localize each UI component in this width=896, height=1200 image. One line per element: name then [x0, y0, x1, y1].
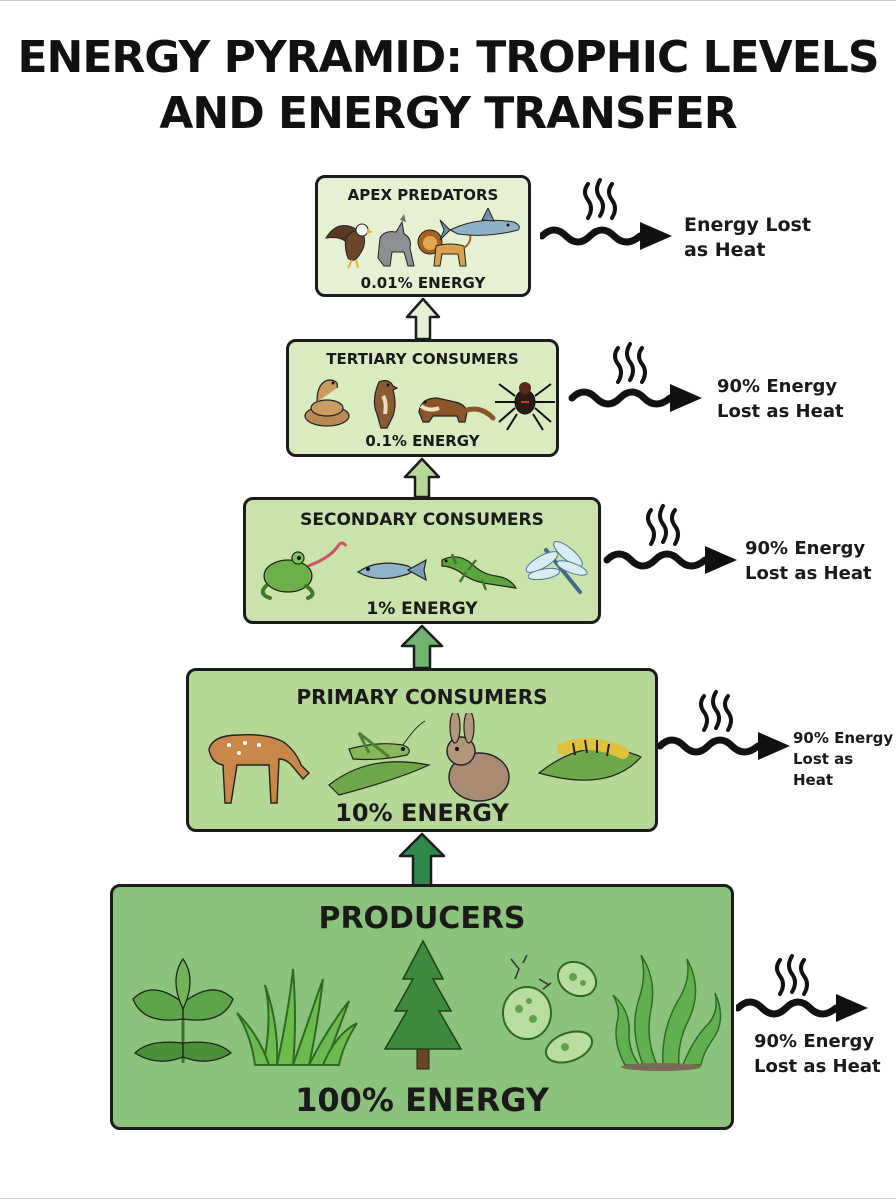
heat-label-secondary: 90% Energy Lost as Heat	[745, 538, 872, 584]
heat-loss-arrow-secondary	[603, 504, 737, 574]
wavy-arrow-icon	[540, 226, 644, 246]
energy-flow-arrow-producers-to-primary	[398, 832, 446, 888]
weasel-icon	[418, 397, 496, 423]
wolf-icon	[377, 214, 415, 267]
heat-loss-arrow-apex	[540, 178, 672, 250]
tertiary-icons	[304, 379, 555, 431]
heat-label-apex: Energy Lost as Heat	[684, 214, 811, 261]
level-name: SECONDARY CONSUMERS	[300, 510, 544, 530]
energy-flow-arrow-primary-to-secondary	[400, 624, 444, 670]
level-apex-predators: APEX PREDATORS 0.01% ENERGY	[315, 175, 531, 297]
steam-icon	[699, 690, 733, 732]
level-energy: 1% ENERGY	[366, 599, 478, 619]
steam-icon	[583, 178, 617, 220]
heat-label-producers: 90% Energy Lost as Heat	[754, 1031, 881, 1077]
primary-icons	[208, 713, 642, 804]
lizard-icon	[441, 553, 518, 591]
level-name: PRODUCERS	[318, 901, 526, 936]
steam-icon	[613, 342, 647, 384]
grasshopper-icon	[328, 720, 431, 796]
heat-loss-arrow-tertiary	[568, 342, 702, 412]
level-energy: 0.01% ENERGY	[360, 274, 486, 292]
dragonfly-icon	[525, 541, 588, 594]
steam-icon	[646, 504, 680, 546]
wavy-arrow-icon	[736, 998, 840, 1018]
secondary-icons	[260, 541, 588, 600]
shark-icon	[439, 208, 520, 241]
bottom-border	[0, 1198, 896, 1199]
fish-icon	[356, 558, 427, 582]
level-energy: 100% ENERGY	[295, 1081, 549, 1119]
deer-icon	[208, 733, 310, 804]
level-energy: 0.1% ENERGY	[365, 432, 480, 450]
title-line-1: ENERGY PYRAMID: TROPHIC LEVELS	[17, 32, 879, 83]
heat-label-primary: 90% Energy Lost as Heat	[793, 729, 894, 789]
producers-icons	[132, 939, 722, 1071]
energy-flow-arrow-secondary-to-tertiary	[403, 457, 441, 499]
wavy-arrow-icon	[568, 388, 674, 408]
eagle-icon	[325, 223, 373, 269]
lion-icon	[417, 229, 472, 267]
wavy-arrow-icon	[603, 550, 709, 570]
rabbit-icon	[446, 713, 510, 802]
caterpillar-icon	[537, 737, 642, 781]
level-energy: 10% ENERGY	[335, 799, 509, 827]
energy-flow-arrow-tertiary-to-apex	[405, 297, 441, 341]
frog-icon	[260, 541, 348, 600]
level-name: APEX PREDATORS	[347, 186, 499, 204]
wavy-arrow-icon	[658, 736, 762, 756]
seaweed-icon	[612, 954, 722, 1071]
level-primary-consumers: PRIMARY CONSUMERS 10% ENERGY	[186, 668, 658, 832]
grass-icon	[236, 968, 358, 1066]
level-name: TERTIARY CONSUMERS	[326, 350, 519, 368]
level-name: PRIMARY CONSUMERS	[296, 685, 548, 709]
hawk-icon	[373, 380, 399, 429]
heat-loss-arrow-producers	[736, 954, 868, 1022]
level-secondary-consumers: SECONDARY CONSUMERS 1% ENERGY	[243, 497, 601, 624]
steam-icon	[775, 954, 809, 996]
algae-cells-icon	[502, 954, 598, 1064]
leafy-plant-icon	[132, 957, 234, 1063]
diagram-title: ENERGY PYRAMID: TROPHIC LEVELS AND ENERG…	[0, 30, 896, 142]
heat-label-tertiary: 90% Energy Lost as Heat	[717, 376, 844, 422]
top-border	[0, 0, 896, 1]
title-line-2: AND ENERGY TRANSFER	[159, 88, 737, 139]
level-producers: PRODUCERS	[110, 884, 734, 1130]
heat-loss-arrow-primary	[658, 690, 790, 760]
apex-icons	[325, 208, 520, 269]
snake-icon	[304, 379, 350, 427]
pine-tree-icon	[383, 939, 463, 1070]
level-tertiary-consumers: TERTIARY CONSUMERS 0.1% ENERGY	[286, 339, 559, 457]
spider-icon	[495, 382, 555, 431]
